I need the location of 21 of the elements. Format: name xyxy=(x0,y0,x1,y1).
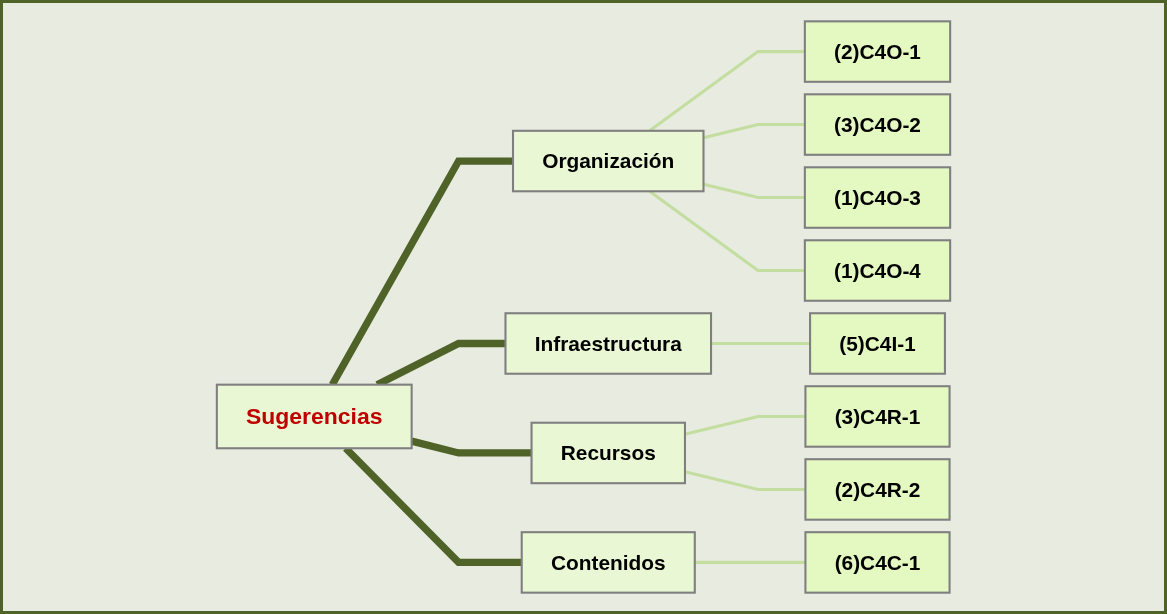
node-box: (3)C4O-2 xyxy=(803,93,952,156)
connector xyxy=(684,470,806,491)
connector xyxy=(329,157,513,387)
connector xyxy=(694,560,806,564)
node-box: (5)C4I-1 xyxy=(809,312,946,375)
node-box: (1)C4O-3 xyxy=(803,166,952,229)
node-box: (3)C4R-1 xyxy=(804,385,951,448)
connector xyxy=(684,414,806,436)
node-box: (1)C4O-4 xyxy=(803,239,952,302)
node-box: (6)C4C-1 xyxy=(804,531,951,594)
node-box: Infraestructura xyxy=(504,312,713,375)
connector xyxy=(703,123,805,140)
node-box: (2)C4R-2 xyxy=(804,458,951,521)
node-box: Contenidos xyxy=(520,531,696,594)
node-box: Organización xyxy=(511,129,705,193)
node-box: Recursos xyxy=(530,421,686,485)
connector xyxy=(711,341,811,346)
node-box: Sugerencias xyxy=(215,383,413,450)
node-box: (2)C4O-1 xyxy=(803,20,952,83)
connector xyxy=(703,182,805,200)
connector xyxy=(410,437,532,457)
